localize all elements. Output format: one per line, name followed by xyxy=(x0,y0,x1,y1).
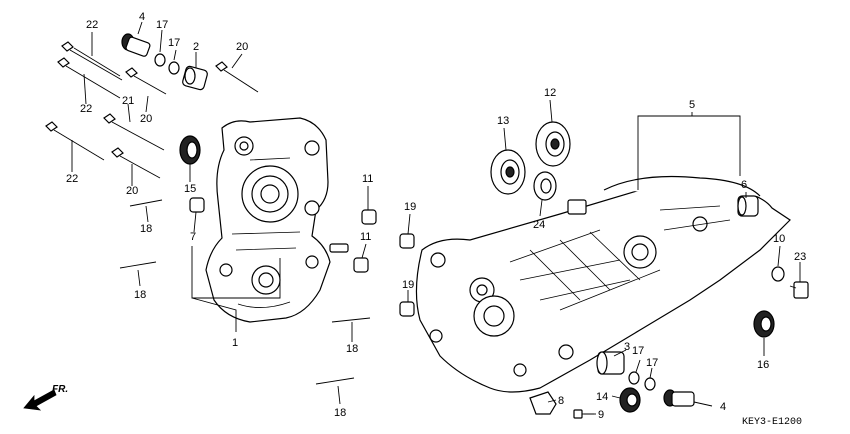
clamp-8 xyxy=(529,391,557,415)
callout-12: 12 xyxy=(544,87,556,99)
callout-7: 7 xyxy=(190,231,196,243)
callout-11-b: 11 xyxy=(360,231,371,243)
bearing-24 xyxy=(533,171,557,201)
dowel-19-b xyxy=(399,301,415,317)
dowel-19-a xyxy=(399,233,415,249)
callout-11-a: 11 xyxy=(362,173,373,185)
seal-14 xyxy=(619,387,641,413)
dowel-7 xyxy=(189,197,205,213)
callout-17-a: 17 xyxy=(156,19,168,31)
callout-20-a: 20 xyxy=(236,41,248,53)
callout-1: 1 xyxy=(232,337,238,349)
callout-17-c: 17 xyxy=(632,345,644,357)
callout-23: 23 xyxy=(794,251,806,263)
callout-24: 24 xyxy=(533,219,545,231)
plug-4-top xyxy=(121,33,151,57)
front-direction-arrow: FR. xyxy=(23,384,68,411)
callout-15: 15 xyxy=(184,183,196,195)
plug-4-bottom xyxy=(663,389,695,407)
washer-10 xyxy=(771,266,785,282)
dowel-11-b xyxy=(353,257,369,273)
callout-21: 21 xyxy=(122,95,134,107)
collar-3 xyxy=(596,351,625,375)
bolt-20-upper xyxy=(125,67,167,95)
bolt-23 xyxy=(789,281,809,299)
bolt-22-top xyxy=(61,41,123,81)
stud-18-a xyxy=(129,199,163,207)
collar-2 xyxy=(182,65,208,91)
washer-17-b xyxy=(168,61,180,75)
washer-17-d xyxy=(644,377,656,391)
diagram-reference-code: KEY3-E1200 xyxy=(742,417,802,428)
callout-8: 8 xyxy=(558,395,564,407)
callout-18-b: 18 xyxy=(134,289,146,301)
callout-5: 5 xyxy=(689,99,695,111)
callout-4-b: 4 xyxy=(720,401,726,413)
callout-22-a: 22 xyxy=(86,19,98,31)
collar-6 xyxy=(737,195,759,217)
callout-19-b: 19 xyxy=(402,279,414,291)
bearing-12 xyxy=(535,121,571,167)
washer-17-c xyxy=(628,371,640,385)
callout-2: 2 xyxy=(193,41,199,53)
callout-20-b: 20 xyxy=(140,113,152,125)
stud-18-b xyxy=(119,261,157,269)
bearing-13 xyxy=(490,149,526,195)
dowel-11-a xyxy=(361,209,377,225)
callout-9: 9 xyxy=(598,409,604,421)
bolt-22-second xyxy=(57,57,121,99)
callout-18-d: 18 xyxy=(334,407,346,419)
front-direction-label: FR. xyxy=(52,384,68,395)
callout-16: 16 xyxy=(757,359,769,371)
bolt-20-lower xyxy=(111,147,161,179)
callout-18-c: 18 xyxy=(346,343,358,355)
callout-22-b: 22 xyxy=(80,103,92,115)
callout-3: 3 xyxy=(624,341,630,353)
callout-13: 13 xyxy=(497,115,509,127)
callout-20-c: 20 xyxy=(126,185,138,197)
bolt-22-lower xyxy=(45,121,105,161)
callout-10: 10 xyxy=(773,233,785,245)
stud-18-c xyxy=(331,317,371,323)
right-crankcase-5 xyxy=(415,175,791,393)
callout-6: 6 xyxy=(741,179,747,191)
bolt-20-right xyxy=(215,61,259,93)
callout-19-a: 19 xyxy=(404,201,416,213)
oil-seal-15 xyxy=(179,135,201,165)
callout-22-c: 22 xyxy=(66,173,78,185)
oil-seal-16 xyxy=(753,310,775,338)
stud-18-d xyxy=(315,377,355,385)
washer-17-a xyxy=(154,53,166,67)
callout-17-b: 17 xyxy=(168,37,180,49)
callout-14: 14 xyxy=(596,391,608,403)
callout-18-a: 18 xyxy=(140,223,152,235)
callout-4-a: 4 xyxy=(139,11,145,23)
bolt-21 xyxy=(103,113,165,151)
leader-lines xyxy=(71,21,801,415)
left-crankcase-1 xyxy=(205,117,349,323)
callout-17-d: 17 xyxy=(646,357,658,369)
